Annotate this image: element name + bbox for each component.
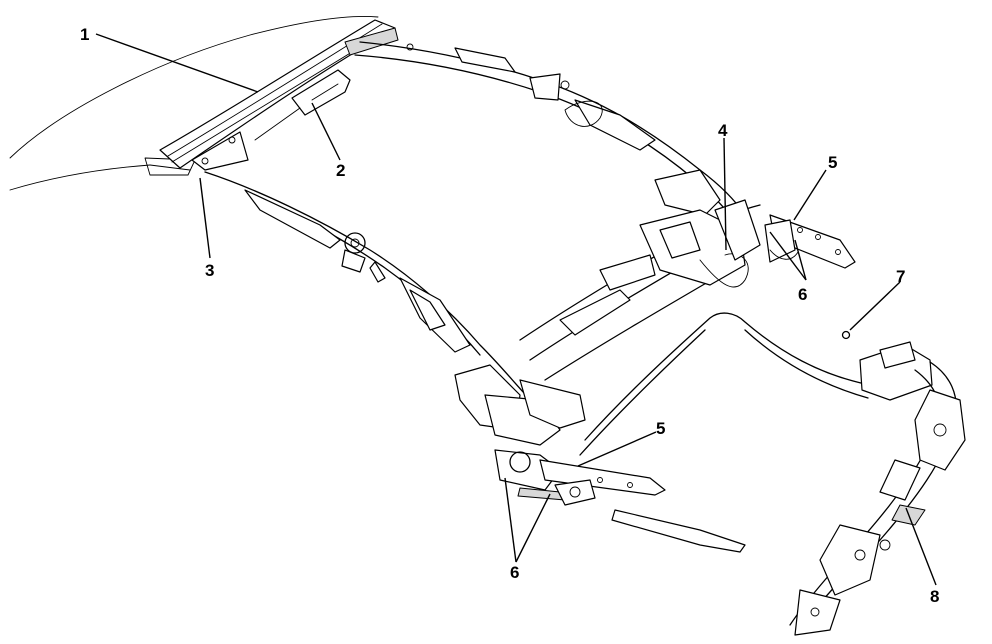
front-header-bracket <box>191 131 249 171</box>
callout-labels: 1 2 3 4 5 6 7 5 6 8 <box>80 25 939 606</box>
rear-bow <box>579 312 933 456</box>
small-fastener <box>841 330 851 340</box>
right-side-rail <box>354 41 746 223</box>
callout-3: 3 <box>205 261 214 280</box>
left-pivot-bracket <box>454 364 746 553</box>
callout-5-lower: 5 <box>656 419 665 438</box>
callout-4: 4 <box>718 121 728 140</box>
rear-side-rail <box>789 361 966 636</box>
center-bow-assembly <box>519 199 761 381</box>
leader-lines <box>95 33 937 586</box>
callout-2: 2 <box>336 161 345 180</box>
callout-6-upper: 6 <box>798 285 807 304</box>
callout-1: 1 <box>80 25 89 44</box>
callout-6-lower: 6 <box>510 563 519 582</box>
callout-7: 7 <box>896 267 905 286</box>
callout-5-upper: 5 <box>828 153 837 172</box>
front-header-weatherstrip <box>159 19 399 169</box>
header-latch-bracket <box>254 69 351 141</box>
left-side-rail <box>204 171 541 411</box>
right-pivot-bracket <box>764 214 856 269</box>
callout-8: 8 <box>930 587 939 606</box>
